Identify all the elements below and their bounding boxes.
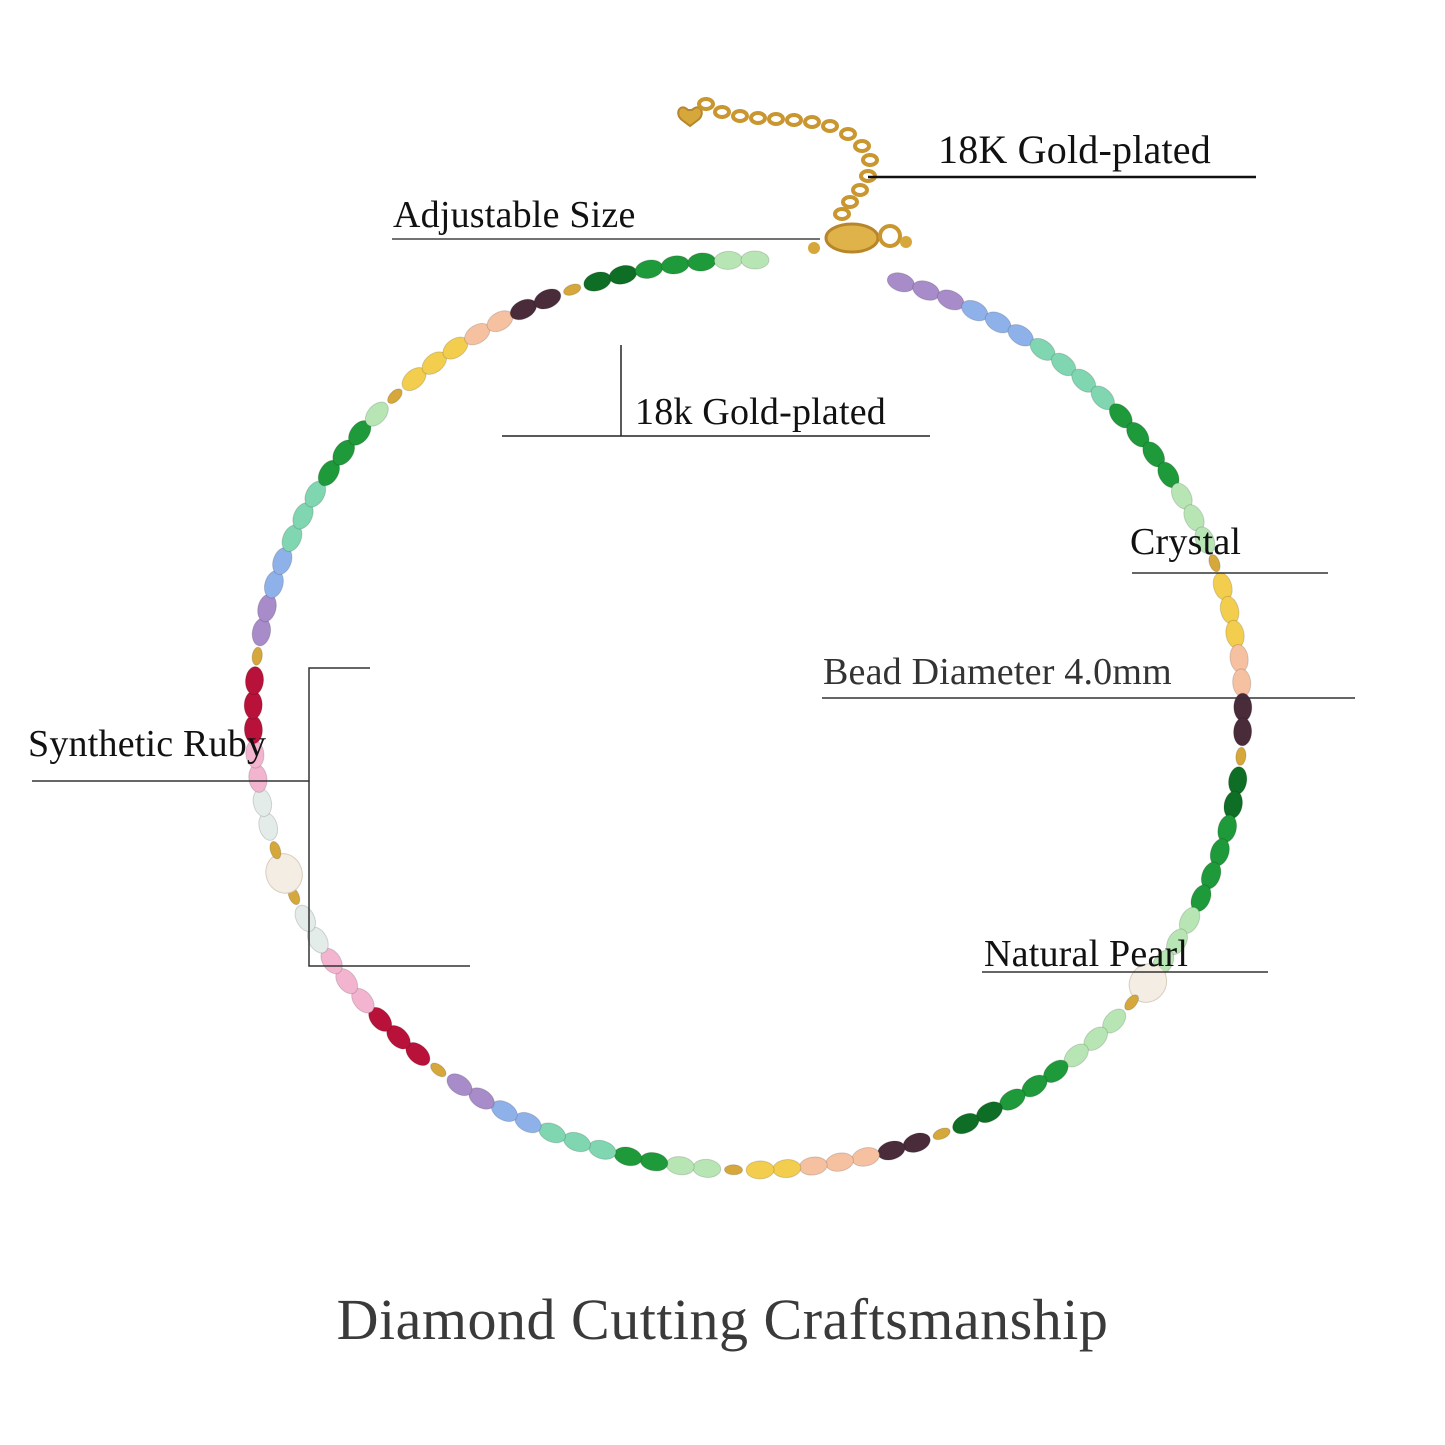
pale-green-bead xyxy=(665,1156,695,1176)
bead-strand xyxy=(243,250,1253,1180)
ruby-bead xyxy=(244,666,265,696)
lavender-bead xyxy=(912,280,941,301)
gold-spacer-bead xyxy=(269,840,282,860)
label-crystal: Crystal xyxy=(1130,521,1242,563)
garnet-bead xyxy=(1233,717,1253,747)
chain-link xyxy=(697,97,715,111)
leader-lines xyxy=(32,175,1355,973)
lavender-bead xyxy=(446,1073,473,1097)
lobster-clasp xyxy=(824,222,880,254)
jump-ring xyxy=(878,224,902,248)
mint-bead xyxy=(588,1139,617,1160)
yellow-bead xyxy=(772,1159,802,1179)
pale-green-bead xyxy=(713,250,743,270)
chain-link xyxy=(839,127,857,141)
green-bead xyxy=(634,259,664,279)
lavender-bead xyxy=(251,617,272,647)
chain-link xyxy=(821,119,839,133)
gold-crimp xyxy=(808,242,820,254)
dark-green-bead xyxy=(952,1112,980,1135)
gold-spacer-bead xyxy=(1208,553,1221,573)
chain-link xyxy=(833,207,851,221)
label-bead-diameter: Bead Diameter 4.0mm xyxy=(823,651,1172,693)
dark-green-bead xyxy=(608,264,638,285)
pale-green-bead xyxy=(1194,526,1216,555)
peach-bead xyxy=(825,1152,854,1172)
white-bead xyxy=(294,904,316,933)
green-bead xyxy=(687,252,717,272)
pale-green-bead xyxy=(692,1158,722,1178)
green-bead xyxy=(639,1151,669,1172)
garnet-bead xyxy=(877,1140,906,1161)
garnet-bead xyxy=(902,1132,931,1153)
pale-green-bead xyxy=(364,401,389,427)
gold-spacer-bead xyxy=(1124,994,1139,1011)
gold-spacer-bead xyxy=(430,1062,447,1078)
garnet-bead xyxy=(533,288,562,310)
chain-link xyxy=(767,112,785,126)
chain-link xyxy=(851,183,869,197)
ruby-bead xyxy=(243,690,263,720)
caption-diamond-cutting-craftsmanship: Diamond Cutting Craftsmanship xyxy=(336,1287,1109,1352)
pale-green-bead xyxy=(740,250,770,270)
peach-bead xyxy=(851,1147,880,1167)
chain-link xyxy=(841,195,859,209)
leader-line-synthetic-ruby xyxy=(32,667,370,782)
dark-green-bead xyxy=(1223,790,1243,820)
chain-link xyxy=(713,105,731,119)
chain-link xyxy=(861,153,879,167)
yellow-bead xyxy=(745,1160,775,1180)
gold-crimp xyxy=(900,236,912,248)
leader-line-synthetic-ruby-lower xyxy=(308,781,470,967)
label-synthetic-ruby: Synthetic Ruby xyxy=(28,723,267,765)
chain-link xyxy=(731,109,749,123)
green-bead xyxy=(613,1146,643,1167)
dark-green-bead xyxy=(583,271,612,292)
chain-link xyxy=(803,115,821,129)
label-18k-gold-plated-top: 18K Gold-plated xyxy=(938,127,1211,172)
chain-link xyxy=(749,111,767,125)
mint-bead xyxy=(562,1131,592,1153)
chain-link xyxy=(853,139,871,153)
lavender-bead xyxy=(886,272,916,293)
gold-spacer-bead xyxy=(932,1127,951,1141)
pearl-bead xyxy=(265,853,303,894)
heart-charm xyxy=(677,106,703,128)
gold-spacer-bead xyxy=(724,1164,743,1176)
gold-spacer-bead xyxy=(251,646,263,666)
label-18k-gold-plated-mid: 18k Gold-plated xyxy=(635,391,887,433)
green-bead xyxy=(660,255,690,275)
label-adjustable-size: Adjustable Size xyxy=(393,194,636,236)
label-natural-pearl: Natural Pearl xyxy=(984,933,1189,975)
peach-bead xyxy=(798,1156,828,1176)
clasp-and-extender-chain xyxy=(677,97,912,254)
gold-spacer-bead xyxy=(1235,746,1247,766)
gold-spacer-bead xyxy=(387,388,403,405)
gold-spacer-bead xyxy=(563,283,582,296)
chain-link xyxy=(785,113,803,127)
